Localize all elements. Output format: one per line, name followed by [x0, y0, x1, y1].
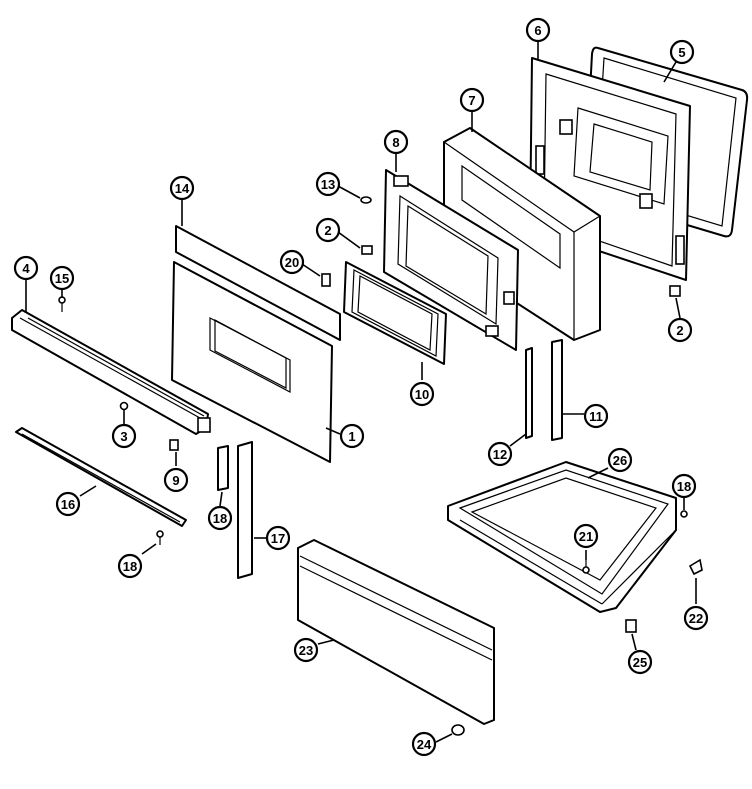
svg-text:22: 22	[689, 611, 703, 626]
svg-text:20: 20	[285, 255, 299, 270]
callout-18b[interactable]: 18	[671, 473, 697, 499]
callout-18a[interactable]: 18	[117, 553, 143, 579]
callout-7[interactable]: 7	[459, 87, 485, 113]
svg-text:7: 7	[468, 93, 475, 108]
callout-22[interactable]: 22	[683, 605, 709, 631]
svg-text:14: 14	[175, 181, 190, 196]
callout-15[interactable]: 15	[49, 265, 75, 291]
callout-17[interactable]: 17	[265, 525, 291, 551]
svg-text:1: 1	[348, 429, 355, 444]
callout-11[interactable]: 11	[583, 403, 609, 429]
callout-16[interactable]: 16	[55, 491, 81, 517]
callout-2b[interactable]: 2	[667, 317, 693, 343]
hardware-parts	[58, 196, 703, 736]
lower-trim	[15, 427, 187, 527]
svg-text:6: 6	[534, 23, 541, 38]
window-frame	[343, 261, 447, 365]
svg-text:10: 10	[415, 387, 429, 402]
svg-text:5: 5	[678, 45, 685, 60]
drawer-front-panel	[297, 539, 495, 725]
svg-text:25: 25	[633, 655, 647, 670]
callout-19[interactable]: 18	[207, 505, 233, 531]
svg-text:24: 24	[417, 737, 432, 752]
svg-text:4: 4	[22, 261, 30, 276]
storage-drawer	[447, 461, 677, 613]
side-trim-strips	[525, 339, 563, 441]
callout-14[interactable]: 14	[169, 175, 195, 201]
svg-text:2: 2	[324, 223, 331, 238]
outer-door	[171, 261, 333, 463]
svg-text:16: 16	[61, 497, 75, 512]
svg-text:26: 26	[613, 453, 627, 468]
svg-text:15: 15	[55, 271, 69, 286]
callouts: 6 5 7 8 13 2 20 14 4 15 1 3 9 16 18 18 1…	[13, 17, 709, 757]
callout-1[interactable]: 1	[339, 423, 365, 449]
callout-26[interactable]: 26	[607, 447, 633, 473]
callout-6[interactable]: 6	[525, 17, 551, 43]
door-liner	[383, 169, 519, 351]
svg-text:11: 11	[589, 409, 603, 424]
svg-text:2: 2	[676, 323, 683, 338]
svg-text:8: 8	[392, 135, 399, 150]
svg-text:18: 18	[123, 559, 137, 574]
door-side-strips	[217, 441, 253, 579]
callout-5[interactable]: 5	[669, 39, 695, 65]
door-top-strip	[175, 225, 341, 341]
callout-12[interactable]: 12	[487, 441, 513, 467]
callout-13[interactable]: 13	[315, 171, 341, 197]
svg-text:17: 17	[271, 531, 285, 546]
callout-9[interactable]: 9	[163, 467, 189, 493]
callout-4[interactable]: 4	[13, 255, 39, 281]
callout-3[interactable]: 3	[111, 423, 137, 449]
callout-23[interactable]: 23	[293, 637, 319, 663]
callout-8[interactable]: 8	[383, 129, 409, 155]
callout-25[interactable]: 25	[627, 649, 653, 675]
svg-text:23: 23	[299, 643, 313, 658]
svg-text:13: 13	[321, 177, 335, 192]
callout-21[interactable]: 21	[573, 523, 599, 549]
door-handle-trim	[11, 309, 211, 435]
svg-text:18: 18	[213, 511, 227, 526]
svg-text:9: 9	[172, 473, 179, 488]
svg-text:3: 3	[120, 429, 127, 444]
callout-24[interactable]: 24	[411, 731, 437, 757]
leader-lines	[25, 38, 697, 743]
svg-text:12: 12	[493, 447, 507, 462]
svg-text:21: 21	[579, 529, 593, 544]
callout-20[interactable]: 20	[279, 249, 305, 275]
callout-10[interactable]: 10	[409, 381, 435, 407]
svg-text:18: 18	[677, 479, 691, 494]
callout-2a[interactable]: 2	[315, 217, 341, 243]
